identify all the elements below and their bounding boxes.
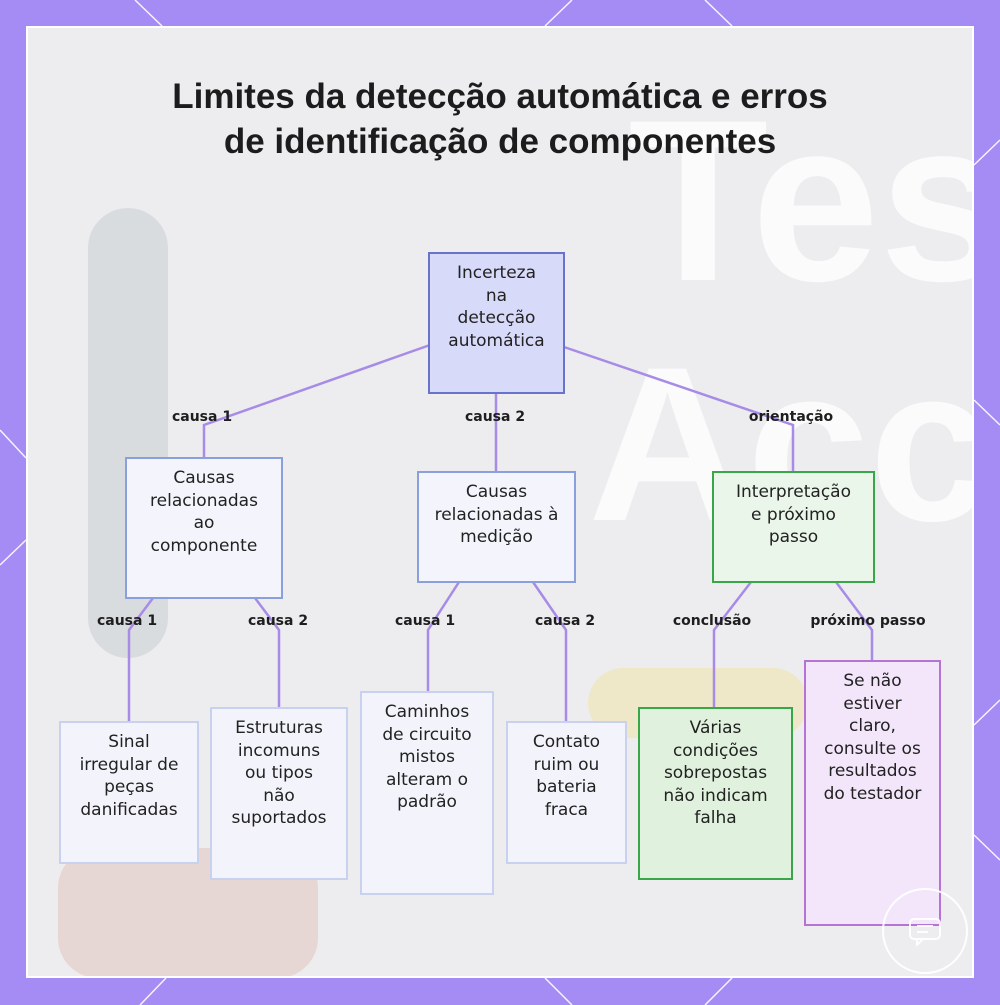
node-interpretation: Interpretação e próximo passo — [712, 471, 875, 583]
node-consult-results: Se não estiver claro, consulte os result… — [804, 660, 941, 926]
node-bad-contact-label: Contato ruim ou bateria fraca — [532, 732, 601, 820]
edge-label-interpretation-consult: próximo passo — [810, 613, 926, 629]
node-irregular-signal-label: Sinal irregular de peças danificadas — [79, 732, 179, 820]
edge-component-structures — [254, 597, 281, 708]
edge-label-measurement-contact: causa 2 — [534, 613, 596, 629]
node-irregular-signal: Sinal irregular de peças danificadas — [59, 721, 199, 864]
node-component-causes: Causas relacionadas ao componente — [125, 457, 283, 599]
node-measurement-causes-label: Causas relacionadas à medição — [434, 482, 559, 548]
edge-label-root-measurement: causa 2 — [464, 409, 526, 425]
watermark-logo — [882, 888, 968, 974]
node-interpretation-label: Interpretação e próximo passo — [735, 482, 851, 548]
node-unusual-structures: Estruturas incomuns ou tipos não suporta… — [210, 707, 348, 880]
edge-root-interpretation — [563, 345, 795, 472]
node-consult-results-label: Se não estiver claro, consulte os result… — [823, 671, 922, 804]
edge-component-signal — [127, 597, 154, 722]
edge-interpretation-consult — [835, 581, 874, 661]
node-bad-contact: Contato ruim ou bateria fraca — [506, 721, 627, 864]
chat-icon — [909, 918, 941, 946]
edge-label-measurement-paths: causa 1 — [394, 613, 456, 629]
node-overlapping-conditions: Várias condições sobrepostas não indicam… — [638, 707, 793, 880]
node-measurement-causes: Causas relacionadas à medição — [417, 471, 576, 583]
node-root: Incerteza na detecção automática — [428, 252, 565, 394]
edge-measurement-paths — [426, 581, 461, 692]
edge-label-root-interpretation: orientação — [748, 409, 834, 425]
node-mixed-paths: Caminhos de circuito mistos alteram o pa… — [360, 691, 494, 895]
edge-label-root-component: causa 1 — [171, 409, 233, 425]
background-text-1: Tes — [628, 72, 974, 329]
node-overlapping-conditions-label: Várias condições sobrepostas não indicam… — [663, 718, 768, 829]
diagram-title: Limites da detecção automática e erros d… — [172, 77, 828, 161]
node-unusual-structures-label: Estruturas incomuns ou tipos não suporta… — [231, 718, 327, 829]
node-component-causes-label: Causas relacionadas ao componente — [150, 468, 258, 556]
edge-interpretation-conditions — [712, 581, 752, 708]
edge-root-component — [202, 343, 431, 458]
edge-measurement-contact — [531, 581, 568, 722]
node-mixed-paths-label: Caminhos de circuito mistos alteram o pa… — [382, 702, 472, 813]
edge-label-component-structures: causa 2 — [247, 613, 309, 629]
edge-label-component-signal: causa 1 — [96, 613, 158, 629]
node-root-label: Incerteza na detecção automática — [448, 263, 545, 351]
edge-label-interpretation-conditions: conclusão — [672, 613, 752, 629]
